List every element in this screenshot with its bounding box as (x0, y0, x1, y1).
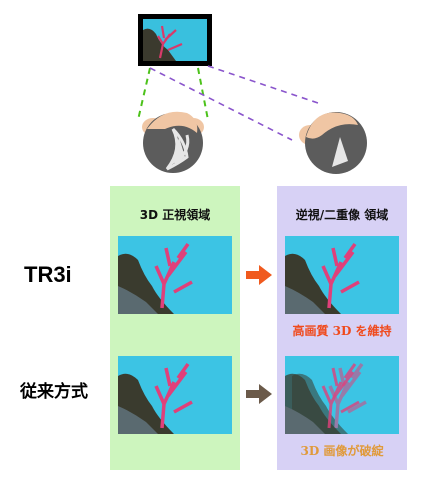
result-caption-broken: 3D 画像が破綻 (300, 444, 384, 458)
row-label-tr3i: TR3i (24, 262, 72, 287)
right-arrow-icon (246, 265, 272, 285)
view-line-green-left (137, 67, 151, 121)
result-caption-maintained: 高画質 3D を維持 (292, 324, 392, 338)
panel-header-correct-view: 3D 正視領域 (139, 208, 211, 222)
viewing-zone-diagram (137, 14, 367, 174)
thumbnail-tr3i-reverse (285, 236, 399, 314)
display-icon (138, 14, 212, 66)
viewer-head-icon (299, 112, 367, 174)
right-arrow-icon (246, 384, 272, 404)
panel-header-reverse-view: 逆視/二重像 領域 (295, 208, 389, 222)
thumbnail-conventional-correct (118, 356, 232, 434)
row-label-conventional: 従来方式 (20, 382, 88, 401)
view-line-purple-upper (207, 65, 319, 104)
viewer-head-icon (142, 111, 204, 173)
thumbnail-tr3i-correct (118, 236, 232, 314)
view-line-purple-lower (149, 67, 293, 141)
thumbnail-conventional-broken (285, 356, 399, 434)
